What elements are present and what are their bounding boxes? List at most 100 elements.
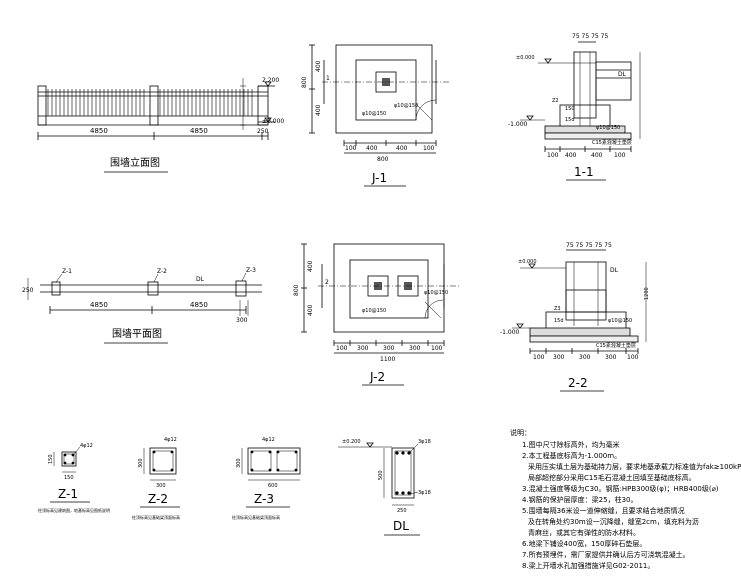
plan-tag-z1: Z-1 <box>62 268 72 275</box>
z1-note: 柱顶标高见建筑图，地基标高见图纸说明 <box>38 507 110 513</box>
j1-plan <box>309 44 450 154</box>
s22-mark-b: 15d <box>554 318 564 324</box>
s11-rebar: φ10@150 <box>596 125 620 131</box>
s11-dim-b1: 400 <box>565 152 577 159</box>
z3-section <box>241 447 301 481</box>
j2-title: J-2 <box>369 370 385 384</box>
z2-dim-w: 300 <box>156 483 166 489</box>
j1-dim-left-1: 400 <box>315 104 322 116</box>
z2-note: 柱顶标高见基础梁顶面标高 <box>132 514 180 520</box>
plan-tag-z3: Z-3 <box>246 267 256 274</box>
section-1-1 <box>520 41 641 152</box>
j2-dim-left-1: 400 <box>307 304 314 316</box>
z2-dim-h: 300 <box>138 458 144 468</box>
s11-dim-b0: 100 <box>547 152 559 159</box>
plan-dim-left: 4850 <box>90 301 108 309</box>
s22-dim-b4: 100 <box>627 354 639 361</box>
z1-section <box>53 446 81 473</box>
s11-cushion: C15素混凝土垫层 <box>592 139 632 146</box>
dl-title: DL <box>393 519 409 533</box>
elev-level-top: 2.200 <box>262 77 279 84</box>
j2-dim-b0: 100 <box>336 345 348 352</box>
fence-plan <box>27 272 262 316</box>
dl-section <box>338 442 419 506</box>
s22-dim-b2: 300 <box>579 354 591 361</box>
s11-mark-b: 15d <box>565 117 575 123</box>
z1-dim-h: 150 <box>48 454 54 464</box>
z1-dim-w: 150 <box>64 475 74 481</box>
j2-dim-total: 1100 <box>380 356 395 363</box>
z2-title: Z-2 <box>148 492 168 506</box>
j2-plan <box>301 243 460 354</box>
notes-line: 1.图中尺寸除标高外，均为毫米 <box>522 440 620 449</box>
s22-title: 2-2 <box>568 376 588 390</box>
dl-rebar-top: 3φ18 <box>418 439 431 445</box>
z2-rebar: 4φ12 <box>164 437 177 443</box>
z3-title: Z-3 <box>254 492 274 506</box>
s11-level-bottom: -1.000 <box>508 121 528 128</box>
j1-dim-left-total: 800 <box>301 76 308 88</box>
notes-heading: 说明： <box>510 428 531 437</box>
j2-rebar-a: φ10@150 <box>424 290 448 296</box>
s22-mark-c: 1200 <box>644 287 650 300</box>
j1-dim-total: 800 <box>377 156 389 163</box>
j2-dim-b2: 300 <box>383 345 395 352</box>
s11-mark-a: 150 <box>565 106 575 112</box>
s11-level-top: ±0.000 <box>516 55 535 61</box>
plan-tag-dl: DL <box>196 276 205 283</box>
j1-dim-b1: 400 <box>366 145 378 152</box>
s22-mark-a: Z3 <box>554 306 561 312</box>
plan-dim-right: 4850 <box>190 301 208 309</box>
j2-dim-left-0: 400 <box>307 260 314 272</box>
s22-dim-b0: 100 <box>533 354 545 361</box>
elev-dim-end: 250 <box>257 128 269 135</box>
notes-line: 局部超挖部分采用C15毛石混凝土回填至基础底标高。 <box>528 473 696 482</box>
notes-line: 及在转角处约30m设一沉降缝，缝宽2cm，填充料为沥 <box>528 517 699 526</box>
dl-level: ±0.200 <box>342 439 361 445</box>
j2-rebar-b: φ10@150 <box>362 308 386 314</box>
s11-dim-b3: 100 <box>614 152 626 159</box>
j2-dim-b4: 100 <box>431 345 443 352</box>
j2-dim-b1: 300 <box>357 345 369 352</box>
fence-elevation <box>37 78 275 140</box>
s22-dim-b1: 300 <box>553 354 565 361</box>
z3-dim-h: 300 <box>236 458 242 468</box>
s22-beam-label: DL <box>610 267 619 274</box>
s22-rebar: φ10@150 <box>608 318 632 324</box>
plan-title: 围墙平面图 <box>112 327 162 340</box>
notes-line: 6.地梁下铺设400宽，150厚碎石垫层。 <box>522 539 646 548</box>
notes-line: 青麻丝，或其它有弹性的防水材料。 <box>528 528 640 537</box>
elev-title: 围墙立面图 <box>110 156 160 169</box>
j1-dim-b0: 100 <box>345 145 357 152</box>
z1-title: Z-1 <box>58 487 78 501</box>
j2-dim-left-total: 800 <box>293 284 300 296</box>
j1-dim-left-0: 400 <box>315 60 322 72</box>
dl-dim-w: 250 <box>397 508 407 514</box>
elev-dim-right: 4850 <box>190 127 208 135</box>
j1-rebar-a: φ10@150 <box>394 103 418 109</box>
j2-section-mark: 2 <box>325 279 329 286</box>
s11-title: 1-1 <box>574 165 594 179</box>
elev-level-zero: ±0.000 <box>262 118 284 125</box>
s22-level-bottom: -1.000 <box>500 329 520 336</box>
notes-block: 说明： 1.图中尺寸除标高外，均为毫米 2.本工程基底标高为-1.000m。 采… <box>510 428 741 570</box>
s11-mark-c: Z2 <box>552 98 559 104</box>
s22-level-top: ±0.000 <box>518 259 537 265</box>
z2-section <box>143 447 177 481</box>
j1-rebar-b: φ10@150 <box>362 111 386 117</box>
notes-line: 5.围墙每隔36米设一道伸缩缝，且要求结合地质情况 <box>522 506 685 515</box>
z3-dim-w: 600 <box>268 483 278 489</box>
notes-line: 4.钢筋的保护层厚度：梁25，柱30。 <box>522 495 638 504</box>
z3-rebar: 4φ12 <box>262 437 275 443</box>
s11-dim-b2: 400 <box>591 152 603 159</box>
z1-rebar: 4φ12 <box>80 443 93 449</box>
plan-dim-side: 300 <box>236 317 248 324</box>
plan-tag-z2: Z-2 <box>157 268 167 275</box>
j1-section-mark: 1 <box>326 75 330 82</box>
notes-line: 7.所有预埋件，需厂家提供并确认后方可浇筑混凝土。 <box>522 550 690 559</box>
s22-cushion: C15素混凝土垫层 <box>596 342 636 349</box>
s11-beam-label: DL <box>618 71 627 78</box>
s22-top-dims: 75 75 75 75 75 <box>566 242 612 249</box>
section-2-2 <box>512 249 647 354</box>
